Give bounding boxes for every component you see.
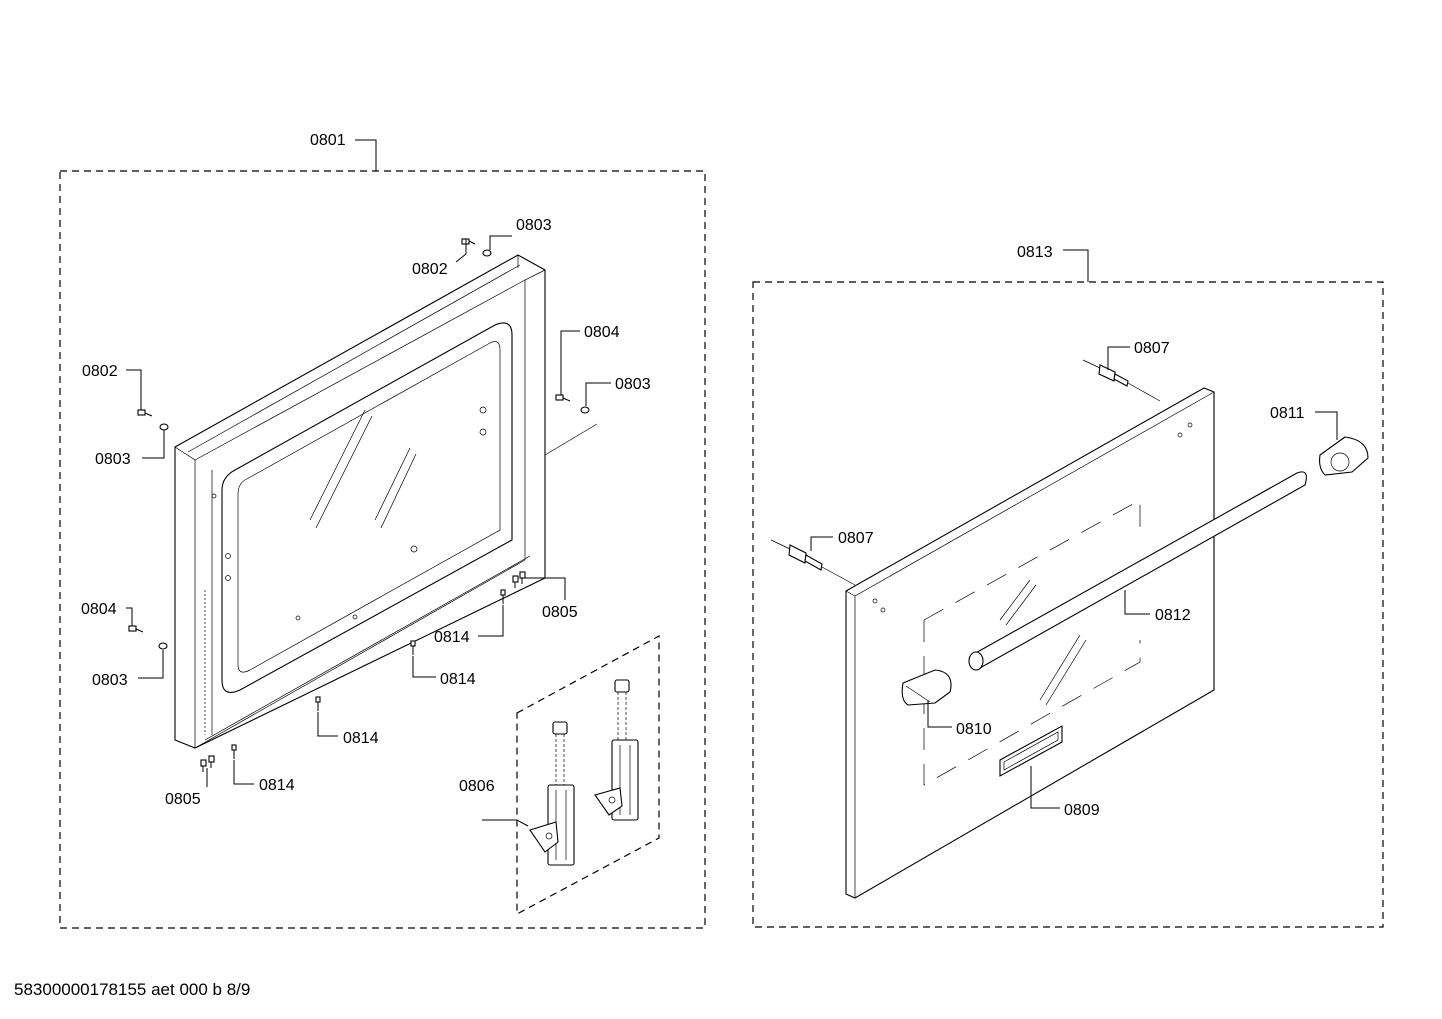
screw-0805-left-a — [200, 759, 207, 772]
screw-0804-left — [128, 625, 144, 633]
hinge-left — [529, 721, 575, 866]
group-box-0806 — [516, 634, 660, 916]
callout-0806: 0806 — [459, 778, 495, 795]
callout-0803-top: 0803 — [516, 217, 552, 234]
screw-0805-left-b — [208, 755, 215, 768]
screw-0802-left — [137, 409, 153, 417]
callout-0805-left: 0805 — [165, 791, 201, 808]
handle-end-cap-0811 — [1319, 436, 1369, 476]
callout-0801: 0801 — [310, 132, 346, 149]
screw-0814-d — [231, 744, 237, 759]
stud-0807-left — [770, 539, 856, 586]
callout-0811: 0811 — [1270, 405, 1305, 422]
screw-0802-top — [461, 238, 476, 245]
document-id: 58300000178155 aet 000 b 8/9 — [14, 980, 251, 999]
callout-0813: 0813 — [1017, 244, 1053, 261]
outer-door-panel — [845, 387, 1215, 899]
washer-0803-lower-left — [158, 642, 168, 650]
callout-0810: 0810 — [956, 721, 992, 738]
callout-0803-lower-left: 0803 — [92, 672, 128, 689]
callout-0814-d: 0814 — [259, 777, 295, 794]
washer-0803-left — [159, 423, 169, 431]
screw-0805-right-b — [519, 571, 526, 584]
callout-0804-left: 0804 — [81, 601, 117, 618]
callout-0803-right: 0803 — [615, 376, 651, 393]
callout-0814-c: 0814 — [343, 730, 379, 747]
callout-0802-top: 0802 — [412, 261, 448, 278]
callout-0805-right: 0805 — [542, 604, 578, 621]
group-box-0813 — [752, 281, 1384, 928]
inner-door-frame — [174, 254, 546, 749]
screw-0814-b — [410, 640, 416, 655]
group-box-0801 — [59, 170, 706, 929]
brand-badge-0809 — [999, 725, 1063, 777]
callout-0807-top: 0807 — [1134, 340, 1170, 357]
callout-0809: 0809 — [1064, 802, 1100, 819]
washer-0803-right — [580, 406, 590, 414]
callout-0807-left: 0807 — [838, 530, 874, 547]
callout-0803-left: 0803 — [95, 451, 131, 468]
washer-0803-top — [482, 249, 492, 257]
handle-bar-0812 — [968, 471, 1307, 671]
stud-0807-top — [1082, 359, 1161, 402]
screw-0814-a — [500, 589, 506, 604]
handle-end-cap-0810 — [901, 669, 952, 706]
callout-0814-a: 0814 — [434, 629, 470, 646]
screw-0814-c — [315, 696, 321, 711]
screw-0804-right — [555, 394, 571, 402]
callout-0802-left: 0802 — [82, 363, 118, 380]
screw-0805-right-a — [512, 575, 519, 588]
callout-0814-b: 0814 — [440, 671, 476, 688]
hinge-right — [594, 679, 639, 821]
callout-0812: 0812 — [1155, 607, 1191, 624]
callout-0804-right: 0804 — [584, 324, 620, 341]
